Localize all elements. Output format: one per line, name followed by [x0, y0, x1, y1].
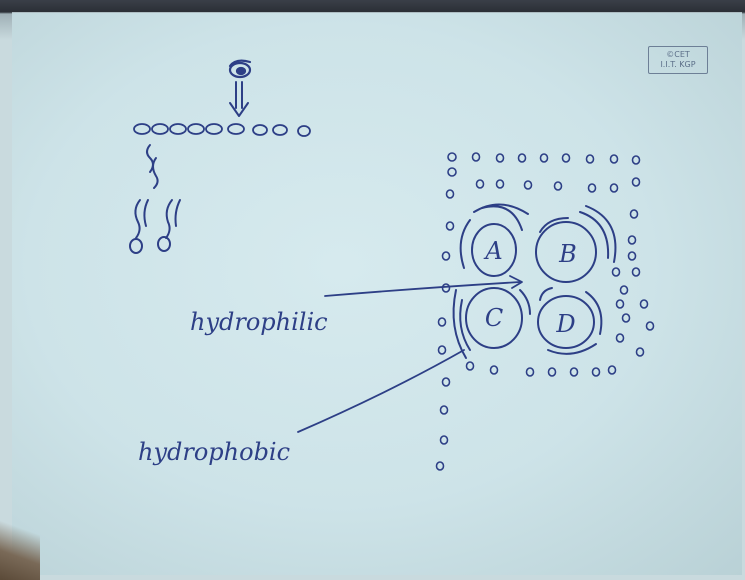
- micelle-a-label: A: [483, 237, 502, 265]
- micelle-d-label: D: [555, 310, 575, 338]
- hydrophilic-label: hydrophilic: [190, 308, 328, 336]
- hydrophobic-label: hydrophobic: [138, 438, 290, 466]
- surface-molecule-row: [134, 124, 310, 136]
- hydrophobic-pointer-line: [298, 350, 464, 432]
- micelle-b-label: B: [558, 240, 577, 268]
- squiggle-marks: [147, 145, 158, 188]
- surfactant-molecule-right: [158, 200, 180, 251]
- source-blob-icon: [230, 61, 250, 77]
- micelle-c-label: C: [485, 304, 503, 332]
- down-arrow-icon: [230, 82, 248, 116]
- hydrophilic-pointer-line: [325, 276, 522, 296]
- water-molecules-border: [437, 153, 654, 470]
- surfactant-molecule-left: [130, 200, 148, 253]
